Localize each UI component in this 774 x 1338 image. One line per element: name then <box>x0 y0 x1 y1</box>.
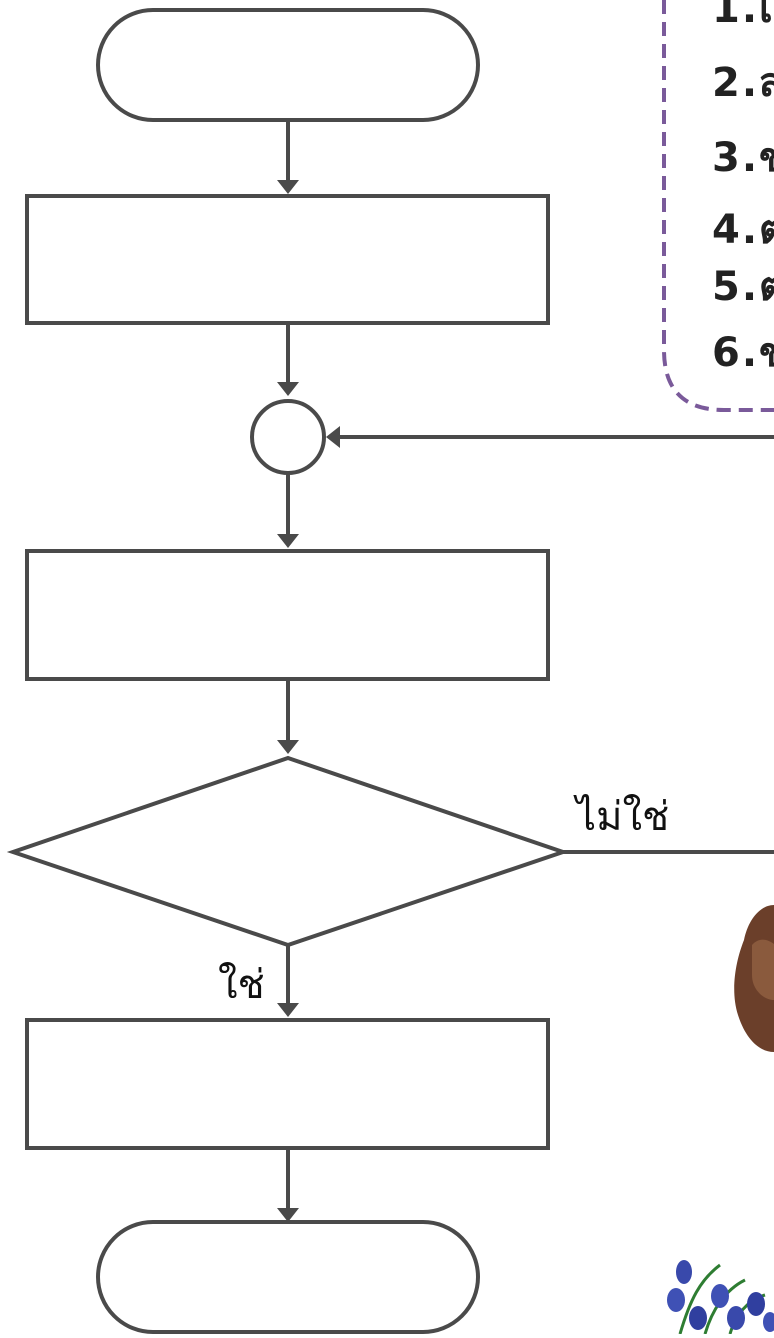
decision-diamond <box>6 755 570 948</box>
brown-figure-icon <box>734 905 774 1052</box>
legend-item-3: 3.ข <box>712 135 774 181</box>
legend-item-4: 4.ต <box>712 207 774 253</box>
arrow-head-1 <box>277 180 299 194</box>
arrow-head-5 <box>277 1003 299 1017</box>
arrow-head-6 <box>277 1208 299 1222</box>
process-box-2 <box>25 549 550 681</box>
decision-no-label: ไม่ใช่ <box>573 793 669 840</box>
bell-flower-icon <box>667 1260 774 1335</box>
legend-item-6: 6.ข <box>712 330 774 376</box>
start-terminator <box>96 8 480 122</box>
legend-dashed-border <box>662 0 774 412</box>
legend-item-5: 5.ต <box>712 264 774 310</box>
arrow-head-2 <box>277 382 299 396</box>
legend-item-2: 2.ส <box>712 60 774 106</box>
process-box-1 <box>25 194 550 325</box>
legend-panel: 1.เ 2.ส 3.ข 4.ต 5.ต 6.ข <box>662 0 774 412</box>
legend-item-1: 1.เ <box>712 0 774 32</box>
arrow-head-4 <box>277 740 299 754</box>
arrow-head-3 <box>277 534 299 548</box>
decision-yes-label: ใช่ <box>218 961 265 1008</box>
end-terminator <box>96 1220 480 1334</box>
loop-connector-circle <box>250 399 326 475</box>
process-box-3 <box>25 1018 550 1150</box>
loop-return-arrow-head <box>326 426 340 448</box>
